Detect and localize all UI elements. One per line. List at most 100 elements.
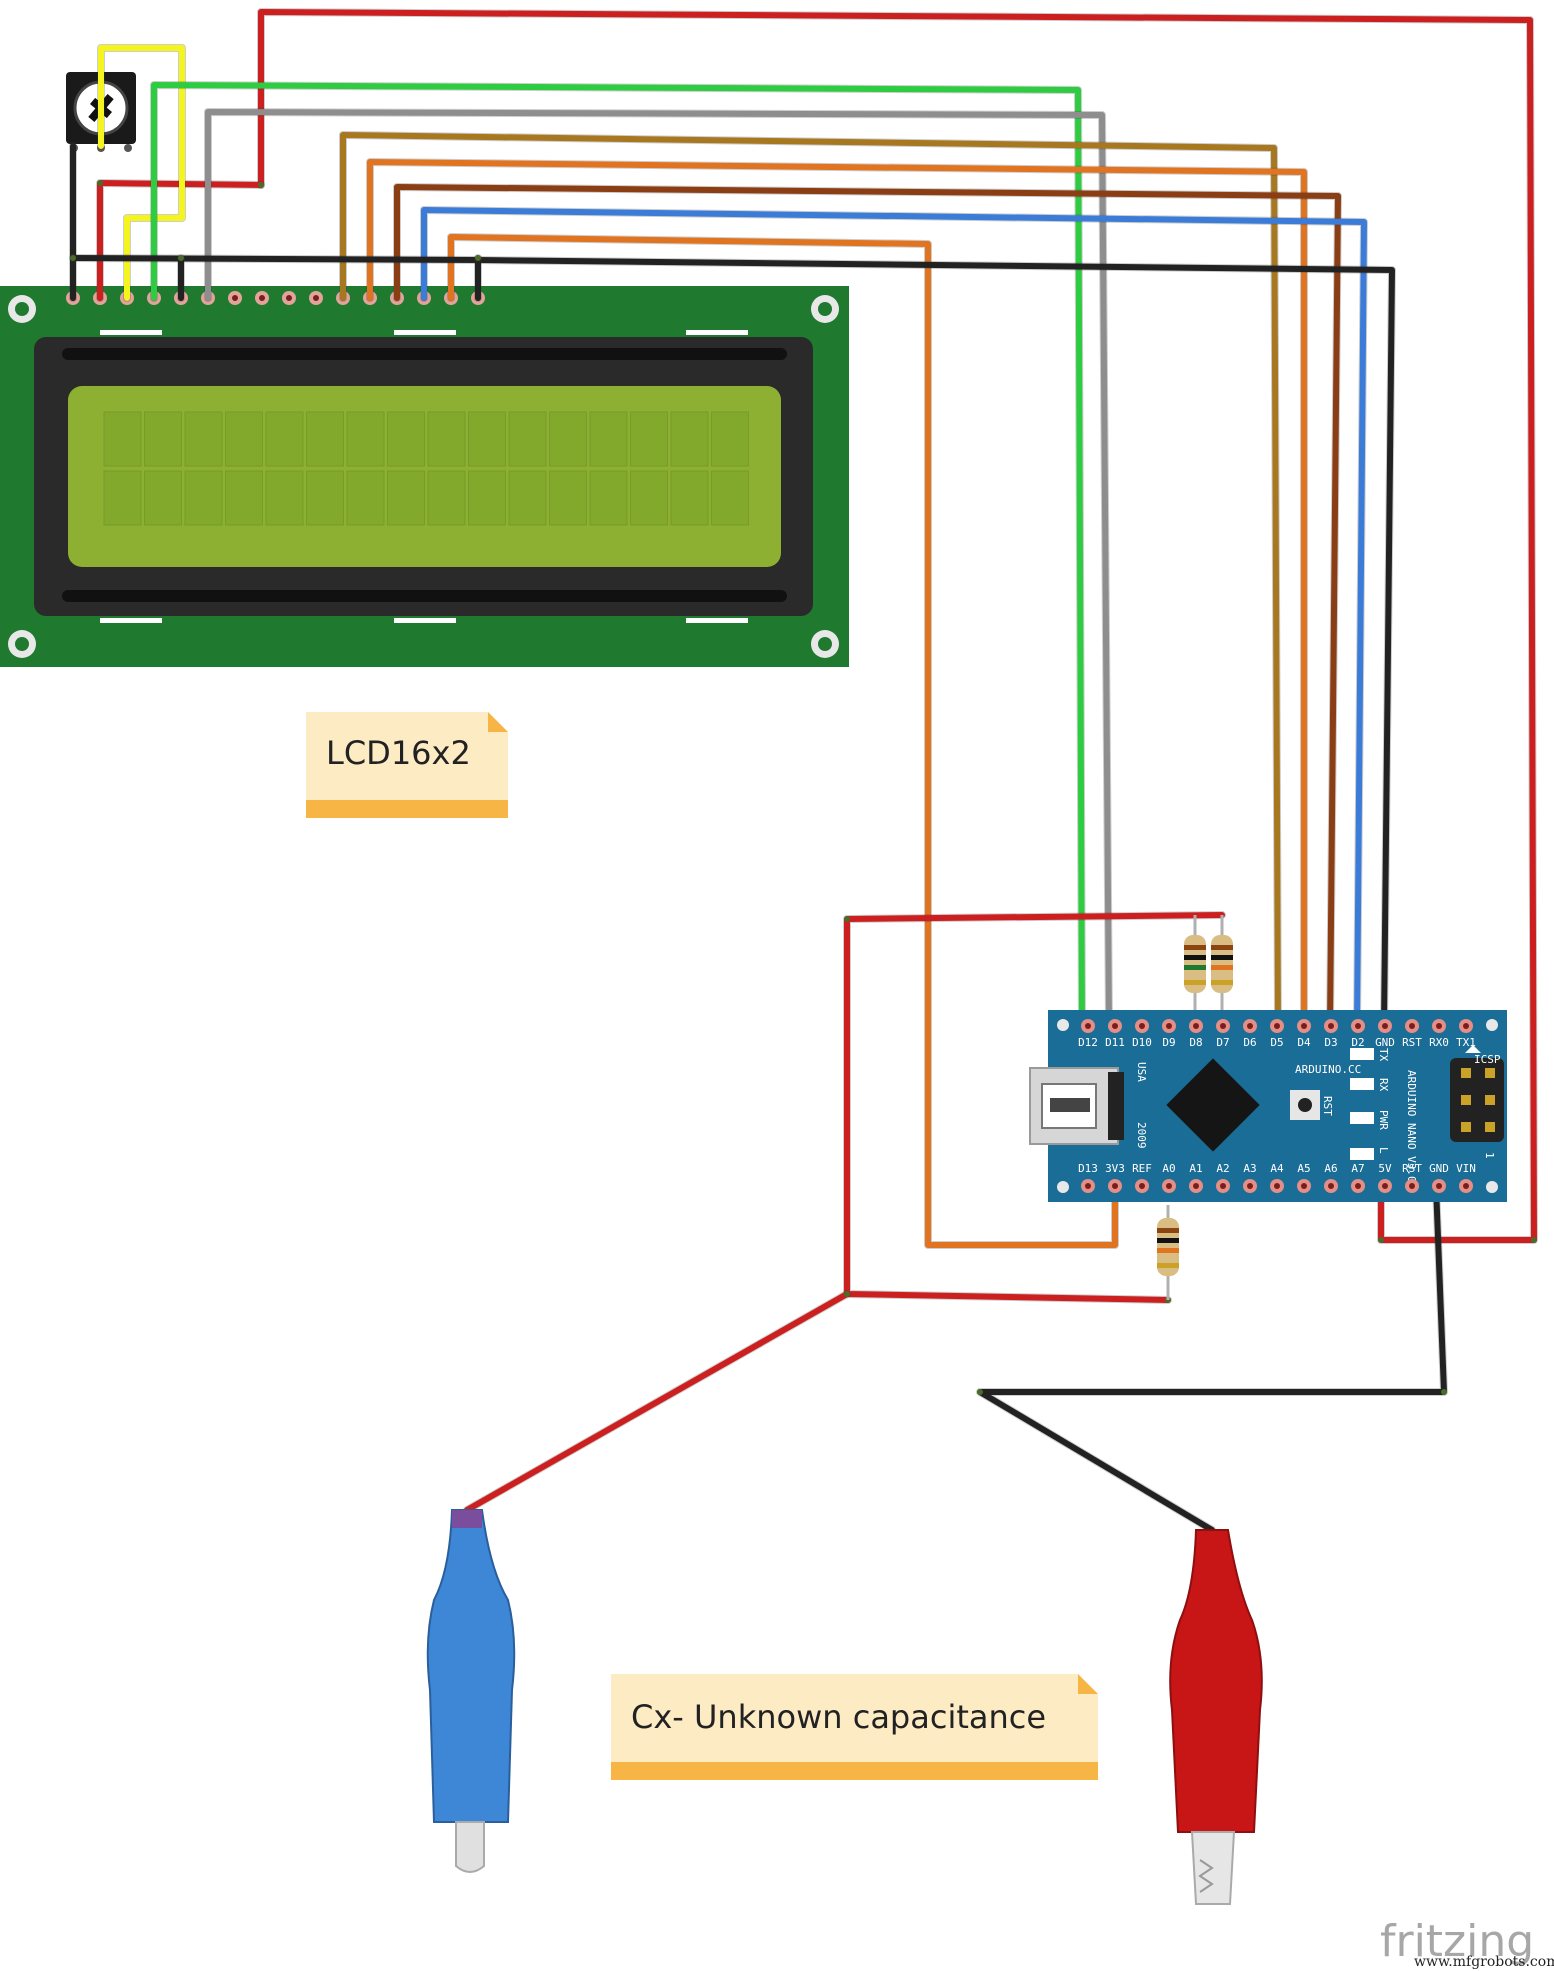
silk-rx: RX (1377, 1078, 1390, 1092)
lcd-cell (103, 470, 142, 526)
source-url: www.mfgrobots.com (1414, 1954, 1554, 1970)
silk-one: 1 (1483, 1152, 1496, 1159)
silk-usa: USA (1135, 1062, 1148, 1082)
nano-pin-label: D12 (1078, 1036, 1098, 1049)
lcd-cell (144, 470, 182, 526)
nano-pin-label: RST (1402, 1036, 1422, 1049)
nano-pin-label: D9 (1162, 1036, 1175, 1049)
nano-pin-label: VIN (1456, 1162, 1476, 1175)
lcd-cell (468, 470, 506, 526)
nano-pin-label: A5 (1297, 1162, 1310, 1175)
lcd-cell (670, 411, 709, 467)
nano-pin-label: 5V (1378, 1162, 1392, 1175)
wire-joint (178, 255, 184, 261)
silk-brand: ARDUINO.CC (1295, 1063, 1361, 1076)
nano-pin-label: D8 (1189, 1036, 1202, 1049)
wire-orange-d4 (367, 159, 1307, 1029)
alligator-clip-blue (426, 1509, 516, 1873)
nano-pin-label: D13 (1078, 1162, 1098, 1175)
lcd-cell (346, 470, 385, 526)
wire-joint (70, 255, 76, 261)
nano-pin-label: D3 (1324, 1036, 1337, 1049)
resistor-3 (1157, 1205, 1179, 1300)
wire-red-power (258, 9, 1537, 1243)
nano-pin-label: D2 (1351, 1036, 1364, 1049)
wire-joint (844, 916, 850, 922)
lcd-character-grid (103, 411, 749, 526)
lcd-cell (630, 411, 668, 467)
nano-pin-label: A1 (1189, 1162, 1202, 1175)
nano-pin-label: D4 (1297, 1036, 1311, 1049)
wire-gray-d11 (205, 109, 1112, 1029)
lcd-cell (306, 470, 344, 526)
wire-joint (475, 255, 481, 261)
alligator-clip-red (1169, 1529, 1263, 1905)
icsp-header (1450, 1058, 1504, 1142)
lcd-cell (549, 470, 587, 526)
lcd-cell (427, 470, 466, 526)
nano-pin-label: D5 (1270, 1036, 1283, 1049)
wire-joint (258, 182, 264, 188)
nano-pin-label: 3V3 (1105, 1162, 1125, 1175)
silk-pwr: PWR (1377, 1110, 1390, 1130)
lcd-cell (144, 411, 182, 467)
nano-pin-label: A3 (1243, 1162, 1256, 1175)
nano-pin-label: D11 (1105, 1036, 1125, 1049)
lcd-cell (670, 470, 709, 526)
wire-orange-3v3 (448, 234, 1118, 1248)
lcd-cell (103, 411, 142, 467)
lcd-cell (630, 470, 668, 526)
silk-tx: TX (1377, 1048, 1390, 1062)
mcu-chip (1166, 1058, 1260, 1152)
lcd-cell (225, 411, 263, 467)
lcd-cell (184, 411, 223, 467)
wire-gold-d5 (340, 132, 1281, 1029)
lcd-module (0, 286, 849, 667)
nano-pin-label: RX0 (1429, 1036, 1449, 1049)
wire-red-resistors (844, 912, 1225, 1303)
lcd-cell (387, 470, 425, 526)
nano-pin-label: A7 (1351, 1162, 1364, 1175)
wire-joint (977, 1389, 983, 1395)
note-lcd: LCD16x2 (306, 712, 508, 818)
nano-pin-label: A6 (1324, 1162, 1337, 1175)
nano-pin-label: A4 (1270, 1162, 1284, 1175)
wire-joint (97, 180, 103, 186)
wire-joint (1531, 1237, 1537, 1243)
lcd-cell (589, 470, 628, 526)
wire-joint (1441, 1389, 1447, 1395)
nano-pin-label: D10 (1132, 1036, 1152, 1049)
wire-brown-d3 (394, 184, 1341, 1029)
silk-model: ARDUINO NANO V3.0 (1405, 1070, 1418, 1183)
lcd-cell (711, 470, 749, 526)
wire-joint (1378, 1237, 1384, 1243)
arduino-nano: ARDUINO.CC ARDUINO NANO V3.0 USA 2009 RS… (1029, 1010, 1507, 1202)
lcd-cell (508, 411, 547, 467)
nano-pin-label: RST (1402, 1162, 1422, 1175)
nano-pin-label: A0 (1162, 1162, 1175, 1175)
nano-board (1048, 1010, 1507, 1202)
wire-joint (844, 1291, 850, 1297)
nano-pin-label: TX1 (1456, 1036, 1476, 1049)
nano-pin-label: GND (1375, 1036, 1395, 1049)
nano-pin-label: REF (1132, 1162, 1152, 1175)
lcd-cell (589, 411, 628, 467)
lcd-cell (508, 470, 547, 526)
lcd-cell (549, 411, 587, 467)
wire-black-probe (977, 1183, 1447, 1533)
lcd-cell (265, 411, 304, 467)
nano-pin-label: A2 (1216, 1162, 1229, 1175)
wire-red-probe (464, 1291, 850, 1513)
wire-yellow-contrast (98, 45, 185, 301)
lcd-cell (346, 411, 385, 467)
wire-blue-d2 (421, 207, 1367, 1029)
resistor-pair (1184, 915, 1233, 1010)
fritzing-logo: fritzing (1380, 1916, 1534, 1967)
lcd-cell (711, 411, 749, 467)
silk-year: 2009 (1135, 1122, 1148, 1149)
lcd-cell (184, 470, 223, 526)
note-lcd-text: LCD16x2 (326, 734, 471, 772)
